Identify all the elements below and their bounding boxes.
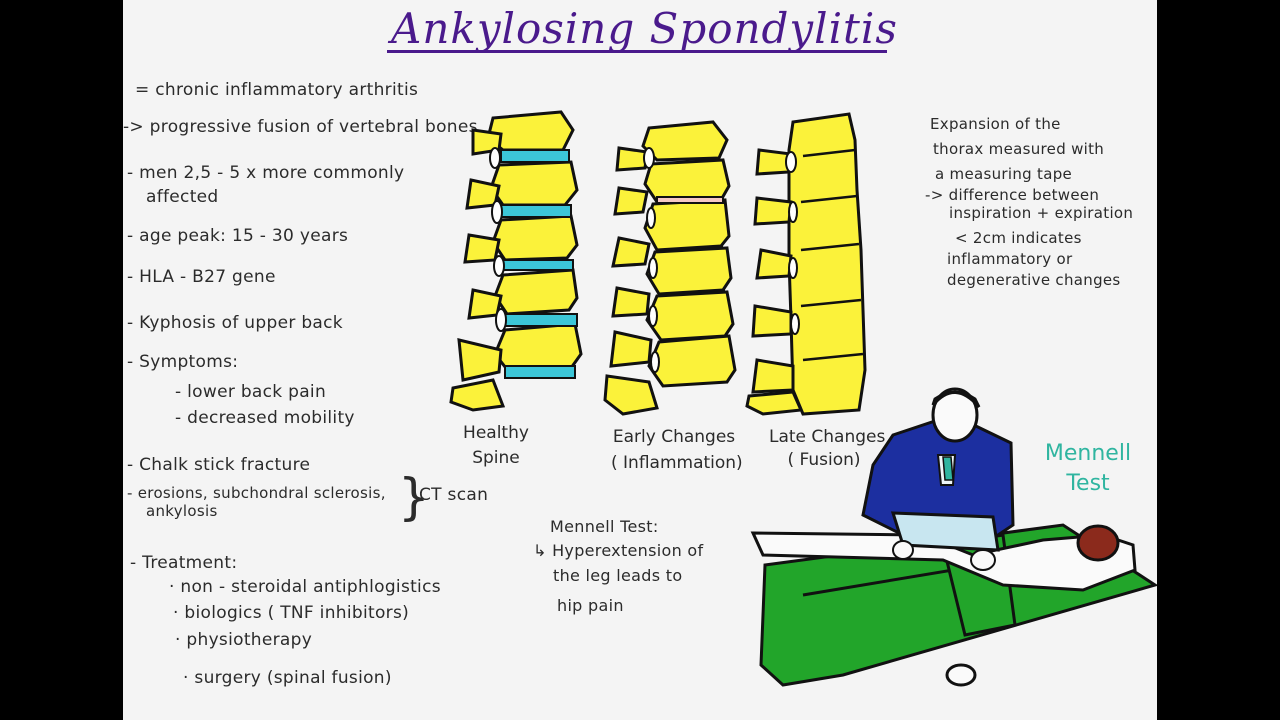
mennell-label-2: Test — [1066, 471, 1110, 496]
caption-late-1: Late Changes — [769, 427, 886, 447]
mennell-test-illustration — [750, 387, 1157, 687]
right-note-3: a measuring tape — [935, 165, 1073, 183]
note-treatment-4: · surgery (spinal fusion) — [183, 668, 392, 688]
note-treatment: - Treatment: — [130, 553, 238, 573]
note-men-1: - men 2,5 - 5 x more commonly — [127, 163, 405, 183]
page-title: Ankylosing Spondylitis — [391, 4, 898, 53]
mennell-note-3: the leg leads to — [553, 566, 683, 585]
note-symptom-1: - lower back pain — [175, 382, 327, 402]
right-note-5: inspiration + expiration — [949, 204, 1134, 222]
mennell-note-1: Mennell Test: — [550, 517, 659, 536]
note-treatment-1: · non - steroidal antiphlogistics — [169, 577, 441, 597]
right-note-4: -> difference between — [925, 186, 1100, 204]
note-symptom-2: - decreased mobility — [175, 408, 355, 428]
note-chalk: - Chalk stick fracture — [127, 455, 311, 475]
late-changes-spine-illustration — [745, 112, 867, 416]
note-hla: - HLA - B27 gene — [127, 267, 276, 287]
brace-glyph: } — [398, 468, 430, 526]
caption-healthy-1: Healthy — [463, 423, 529, 443]
right-note-2: thorax measured with — [933, 140, 1105, 158]
early-changes-spine-illustration — [603, 120, 737, 416]
note-erosions-2: ankylosis — [146, 502, 218, 520]
note-treatment-3: · physiotherapy — [175, 630, 313, 650]
whiteboard: Ankylosing Spondylitis = chronic inflamm… — [123, 0, 1157, 720]
note-age: - age peak: 15 - 30 years — [127, 226, 349, 246]
right-note-6: < 2cm indicates — [955, 229, 1082, 247]
mennell-note-4: hip pain — [557, 596, 624, 615]
healthy-spine-illustration — [449, 110, 583, 412]
note-men-2: affected — [146, 187, 219, 207]
note-definition: = chronic inflammatory arthritis — [135, 80, 419, 100]
caption-early-1: Early Changes — [612, 427, 736, 447]
caption-early-2: ( Inflammation) — [611, 453, 743, 473]
note-symptoms: - Symptoms: — [127, 352, 239, 372]
title-underline — [387, 50, 887, 53]
note-treatment-2: · biologics ( TNF inhibitors) — [173, 603, 410, 623]
caption-late-2: ( Fusion) — [787, 450, 861, 470]
note-fusion: -> progressive fusion of vertebral bones — [123, 117, 478, 137]
mennell-note-2: ↳ Hyperextension of — [533, 541, 704, 560]
caption-healthy-2: Spine — [472, 448, 520, 468]
right-note-8: degenerative changes — [947, 271, 1121, 289]
note-kyphosis: - Kyphosis of upper back — [127, 313, 343, 333]
right-note-7: inflammatory or — [947, 250, 1073, 268]
mennell-label-1: Mennell — [1044, 441, 1132, 466]
right-note-1: Expansion of the — [930, 115, 1061, 133]
note-ct-scan: CT scan — [419, 485, 489, 505]
note-erosions-1: - erosions, subchondral sclerosis, — [127, 484, 386, 502]
